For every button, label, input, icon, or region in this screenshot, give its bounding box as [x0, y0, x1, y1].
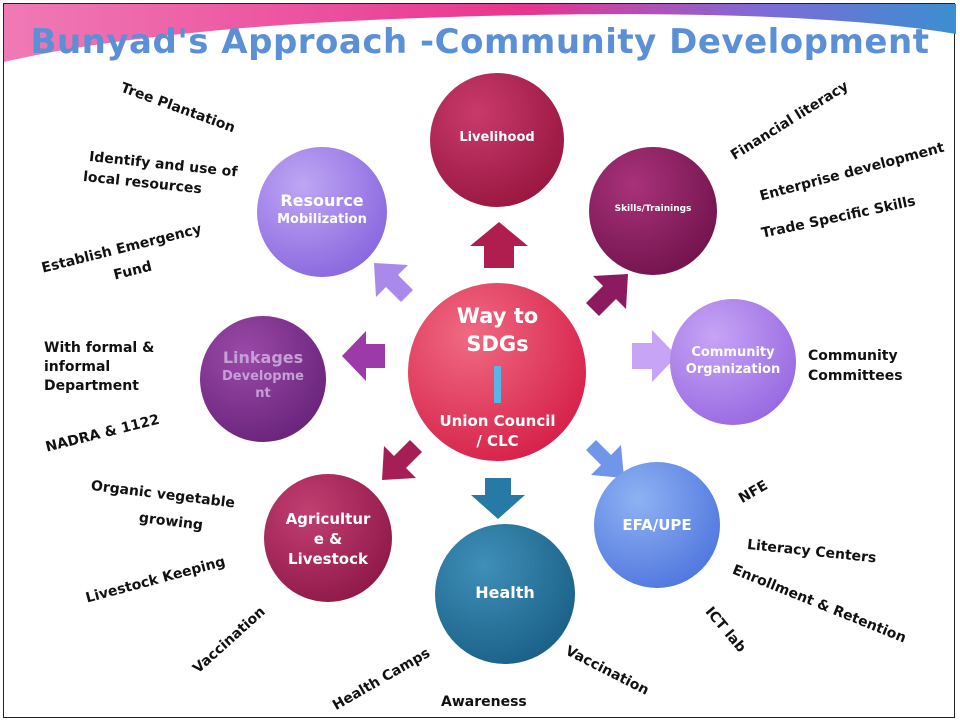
community-org-label-1: Community	[691, 345, 775, 360]
livelihood-label: Livelihood	[459, 130, 535, 145]
efa-upe-circle	[594, 462, 720, 588]
center-divider	[494, 366, 501, 403]
arrow-left	[342, 331, 385, 381]
skills-circle	[589, 147, 717, 275]
label-formal-3: Department	[44, 378, 139, 394]
arrow-up	[470, 222, 528, 268]
linkages-label-1: Linkages	[222, 348, 304, 367]
community-org-label-2: Organization	[685, 362, 781, 377]
center-line-2: SDGs	[466, 332, 529, 356]
agriculture-label-2: e &	[313, 530, 343, 548]
skills-label: Skills/Trainings	[614, 204, 692, 214]
linkages-label-3: nt	[255, 386, 271, 401]
linkages-label-2: Developme	[222, 369, 304, 384]
livelihood-circle	[430, 73, 564, 207]
community-organization-circle	[670, 299, 796, 425]
agriculture-livestock-circle	[264, 474, 392, 602]
arrow-up-right	[586, 274, 628, 316]
arrow-right	[632, 330, 677, 382]
label-committees-2: Committees	[808, 368, 903, 384]
arrow-down	[471, 478, 525, 519]
label-committees-1: Community	[808, 348, 898, 364]
agriculture-label-1: Agricultur	[285, 510, 371, 528]
arrow-up-left	[374, 263, 413, 302]
label-formal-1: With formal &	[44, 340, 155, 356]
resource-label-1: Resource	[280, 191, 364, 210]
center-line-3: Union Council	[439, 412, 556, 430]
linkages-development-circle	[200, 316, 326, 442]
arrow-down-left	[382, 440, 422, 480]
label-formal-2: informal	[44, 359, 111, 375]
resource-label-2: Mobilization	[277, 212, 367, 227]
health-label: Health	[475, 583, 535, 602]
slide-title: Bunyad's Approach -Community Development	[30, 22, 930, 62]
resource-mobilization-circle	[257, 147, 387, 277]
health-circle	[435, 524, 575, 664]
efa-upe-label: EFA/UPE	[622, 516, 692, 534]
agriculture-label-3: Livestock	[288, 550, 368, 568]
center-line-1: Way to	[456, 304, 539, 328]
arrow-down-right	[586, 440, 624, 478]
title-banner	[4, 4, 956, 62]
label-awareness: Awareness	[441, 694, 527, 710]
center-line-4: / CLC	[476, 432, 519, 450]
